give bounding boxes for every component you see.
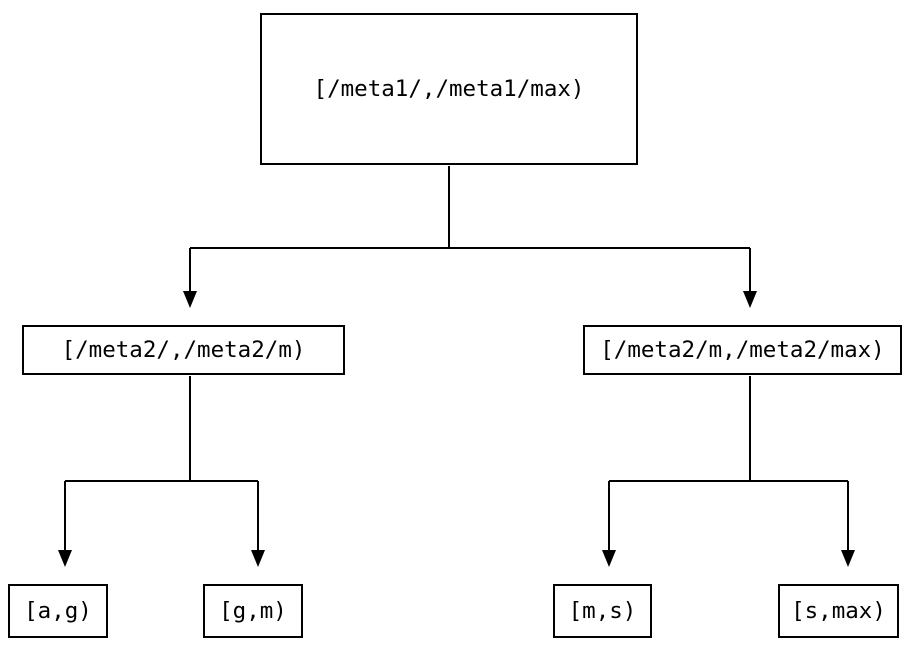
arrowhead-down-icon bbox=[602, 550, 616, 567]
node-leaf-ag: [a,g) bbox=[8, 584, 108, 638]
arrowhead-down-icon bbox=[183, 291, 197, 308]
arrowhead-down-icon bbox=[743, 291, 757, 308]
arrowhead-down-icon bbox=[841, 550, 855, 567]
arrowhead-down-icon bbox=[251, 550, 265, 567]
node-leaf-ms: [m,s) bbox=[553, 584, 652, 638]
node-left-interval: [/meta2/,/meta2/m) bbox=[22, 325, 345, 375]
arrowhead-down-icon bbox=[58, 550, 72, 567]
node-root-interval: [/meta1/,/meta1/max) bbox=[260, 13, 638, 165]
node-right-interval: [/meta2/m,/meta2/max) bbox=[583, 325, 902, 375]
node-leaf-gm: [g,m) bbox=[203, 584, 303, 638]
node-leaf-smax: [s,max) bbox=[778, 584, 899, 638]
